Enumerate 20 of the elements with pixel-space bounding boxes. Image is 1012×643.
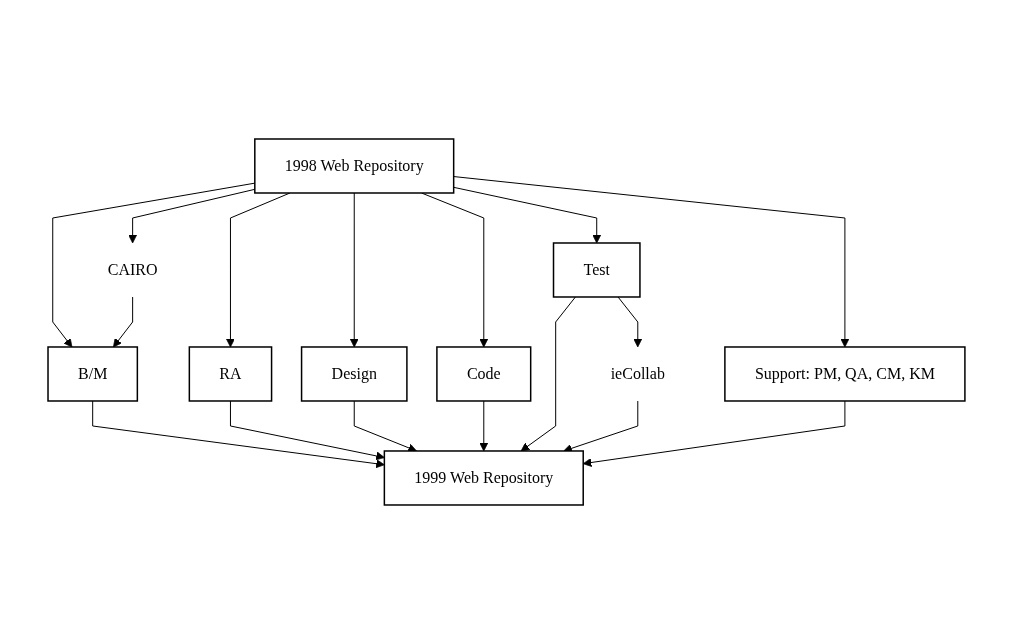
node-box: Design [300,345,408,402]
node-box: RA [188,345,272,402]
arrow [51,182,255,347]
node-text: ieCollab [610,364,665,382]
arrow [617,296,642,347]
arrow [127,188,255,243]
node-box: Support: PM, QA, CM, KM [723,345,966,402]
arrow [478,400,488,451]
arrow [582,400,845,467]
node-text: CAIRO [107,260,158,278]
node-box: 1998 Web Repository [253,137,454,194]
arrow [225,192,290,347]
node-box: B/M [46,345,138,402]
node-box: 1999 Web Repository [383,449,584,506]
arrow [112,296,133,347]
arrow [353,400,417,452]
node-box: Test [552,241,641,298]
node-box: Code [435,345,531,402]
arrow [520,296,576,451]
arrow [349,192,359,347]
